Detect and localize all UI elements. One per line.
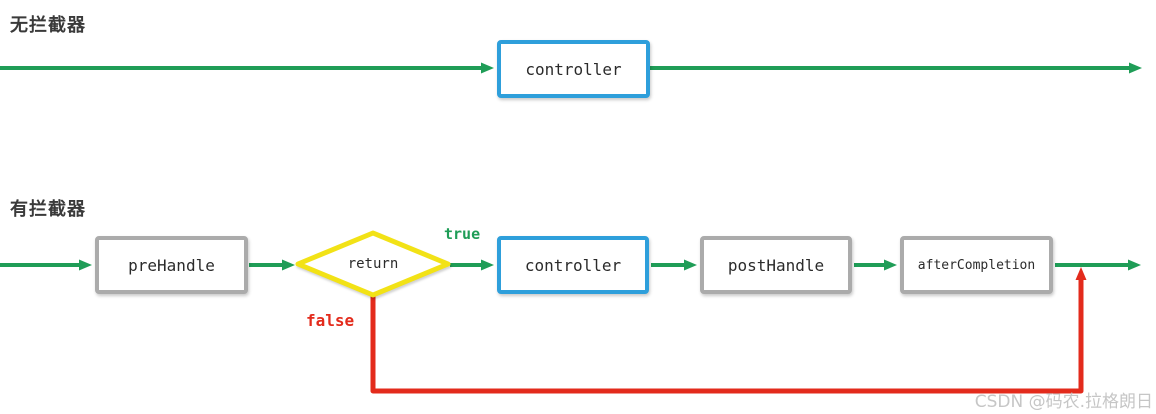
watermark: CSDN @码农.拉格朗日 <box>974 392 1153 412</box>
false-label: false <box>306 311 355 330</box>
box-prehandle: preHandle <box>95 236 248 294</box>
section-label-with-interceptor: 有拦截器 <box>10 199 86 220</box>
decision-diamond <box>295 230 451 298</box>
section-label-no-interceptor: 无拦截器 <box>10 15 86 36</box>
box-controller-bottom: controller <box>497 236 649 294</box>
true-label: true <box>444 225 481 243</box>
decision-label: return <box>347 256 399 272</box>
box-controller-top: controller <box>497 40 650 98</box>
box-posthandle: postHandle <box>700 236 852 294</box>
box-aftercompletion: afterCompletion <box>900 236 1053 294</box>
false-return-path <box>370 267 1087 394</box>
